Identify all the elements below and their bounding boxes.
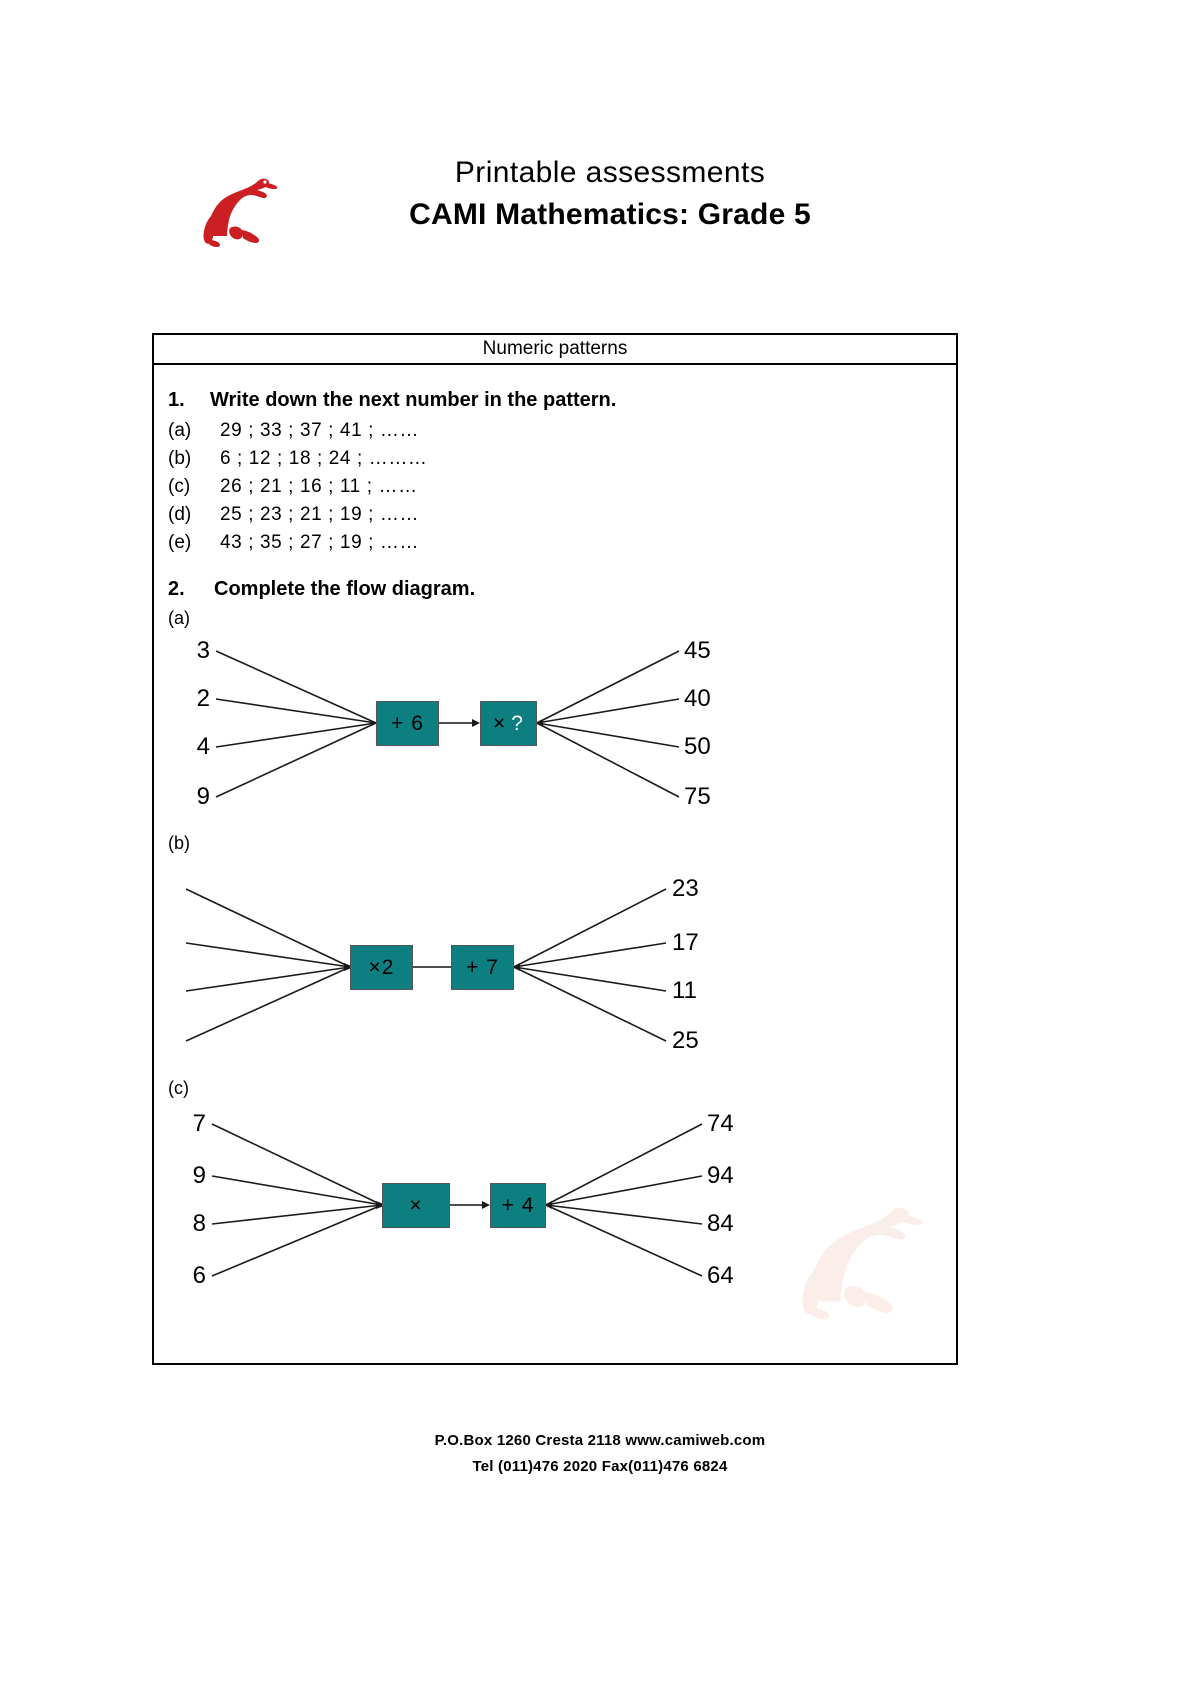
header-title-block: Printable assessments CAMI Mathematics: …: [300, 152, 920, 236]
flow-b-operation-2-operand: 7: [486, 955, 499, 979]
flow-c-input-1: 7: [192, 1110, 206, 1137]
footer-contact: Tel (011)476 2020 Fax(011)476 6824: [472, 1458, 728, 1475]
flow-c-operation-2-symbol: +: [501, 1193, 515, 1217]
flow-a-operation-2: ×?: [480, 701, 537, 746]
sequence-text-c: 26 ; 21 ; 16 ; 11 ; ……: [220, 476, 418, 497]
flow-c-operation-2: + 4: [490, 1183, 546, 1228]
flow-diagram-label-c: (c): [168, 1078, 189, 1098]
page-header: Printable assessments CAMI Mathematics: …: [0, 152, 1200, 262]
flow-c-input-4: 6: [192, 1262, 206, 1289]
sequence-text-d: 25 ; 23 ; 21 ; 19 ; ……: [220, 504, 420, 525]
flow-b-output-4: 25: [672, 1027, 699, 1054]
question-2-heading: 2. Complete the flow diagram.: [168, 574, 475, 604]
flow-b-operation-1: ×2: [350, 945, 413, 990]
flow-a-input-2: 2: [196, 685, 210, 712]
flow-diagram-label-b: (b): [168, 833, 190, 853]
flow-b-operation-1-symbol: ×: [368, 955, 382, 979]
flow-a-operation-1-symbol: +: [391, 711, 405, 735]
flow-b-output-3: 11: [672, 977, 697, 1004]
flow-a-operation-2-operand: ?: [511, 711, 524, 735]
footer-address: P.O.Box 1260 Cresta 2118 www.camiweb.com: [434, 1432, 766, 1449]
flow-b-operation-2: + 7: [451, 945, 514, 990]
flow-diagram-b: ×2 + 7 23 17 11 25: [154, 857, 956, 1062]
worksheet-title-bar: Numeric patterns: [154, 335, 956, 365]
flow-b-output-1: 23: [672, 875, 699, 902]
header-subtitle: Printable assessments: [454, 156, 766, 189]
flow-c-operation-2-operand: 4: [521, 1193, 535, 1217]
flow-c-output-4: 64: [707, 1262, 734, 1289]
flow-a-input-4: 9: [196, 783, 210, 810]
question-1-heading: 1. Write down the next number in the patt…: [168, 385, 868, 415]
flow-diagram-a-lines: [215, 650, 680, 798]
flow-a-operation-1: + 6: [376, 701, 439, 746]
worksheet-panel: Numeric patterns 1. Write down the next n…: [152, 333, 958, 1365]
sequence-label-a: (a): [168, 420, 192, 441]
flow-c-output-1: 74: [707, 1110, 734, 1137]
question-1: 1. Write down the next number in the patt…: [168, 385, 868, 557]
red-dragon-logo-icon: [186, 162, 282, 248]
flow-a-output-4: 75: [684, 783, 711, 810]
flow-a-operation-2-symbol: ×: [493, 711, 507, 735]
flow-c-input-2: 9: [192, 1162, 206, 1189]
flow-c-input-3: 8: [192, 1210, 206, 1237]
flow-b-operation-2-symbol: +: [466, 955, 480, 979]
flow-a-output-3: 50: [684, 733, 711, 760]
sequence-label-c: (c): [168, 476, 191, 497]
flow-diagram-a: 3 2 4 9 + 6 ×? 45 40 50 75: [154, 627, 956, 817]
sequence-item-b: (b) 6 ; 12 ; 18 ; 24 ; ………: [168, 445, 868, 473]
flow-b-operation-1-operand: 2: [381, 955, 395, 979]
flow-a-operation-1-operand: 6: [411, 711, 424, 735]
sequence-text-a: 29 ; 33 ; 37 ; 41 ; ……: [220, 420, 420, 441]
flow-diagram-b-lines: [185, 888, 667, 1042]
question-2-number: 2.: [168, 578, 185, 600]
flow-b-output-2: 17: [672, 929, 699, 956]
flow-c-operation-1-symbol: ×: [409, 1193, 423, 1217]
flow-c-operation-1: ×: [382, 1183, 450, 1228]
flow-c-output-2: 94: [707, 1162, 734, 1189]
sequence-text-e: 43 ; 35 ; 27 ; 19 ; ……: [220, 532, 420, 553]
sequence-item-a: (a) 29 ; 33 ; 37 ; 41 ; ……: [168, 417, 868, 445]
sequence-label-d: (d): [168, 504, 192, 525]
flow-a-output-2: 40: [684, 685, 711, 712]
page-footer: P.O.Box 1260 Cresta 2118 www.camiweb.com…: [0, 1428, 1200, 1480]
flow-diagram-c-lines: [211, 1123, 703, 1277]
header-title: CAMI Mathematics: Grade 5: [409, 198, 811, 231]
flow-c-output-3: 84: [707, 1210, 734, 1237]
flow-diagram-label-a: (a): [168, 608, 190, 628]
sequence-item-d: (d) 25 ; 23 ; 21 ; 19 ; ……: [168, 501, 868, 529]
sequence-text-b: 6 ; 12 ; 18 ; 24 ; ………: [220, 448, 428, 469]
sequence-item-e: (e) 43 ; 35 ; 27 ; 19 ; ……: [168, 529, 868, 557]
flow-a-output-1: 45: [684, 637, 711, 664]
question-2-instruction: Complete the flow diagram.: [214, 578, 476, 600]
question-1-number: 1.: [168, 389, 185, 411]
flow-a-input-3: 4: [196, 733, 210, 760]
sequence-label-e: (e): [168, 532, 192, 553]
worksheet-title: Numeric patterns: [482, 338, 628, 359]
question-1-instruction: Write down the next number in the patter…: [210, 389, 617, 411]
flow-a-input-1: 3: [196, 637, 210, 664]
flow-diagram-c: 7 9 8 6 × + 4 74 94 84 64: [154, 1100, 956, 1305]
sequence-item-c: (c) 26 ; 21 ; 16 ; 11 ; ……: [168, 473, 868, 501]
sequence-label-b: (b): [168, 448, 192, 469]
